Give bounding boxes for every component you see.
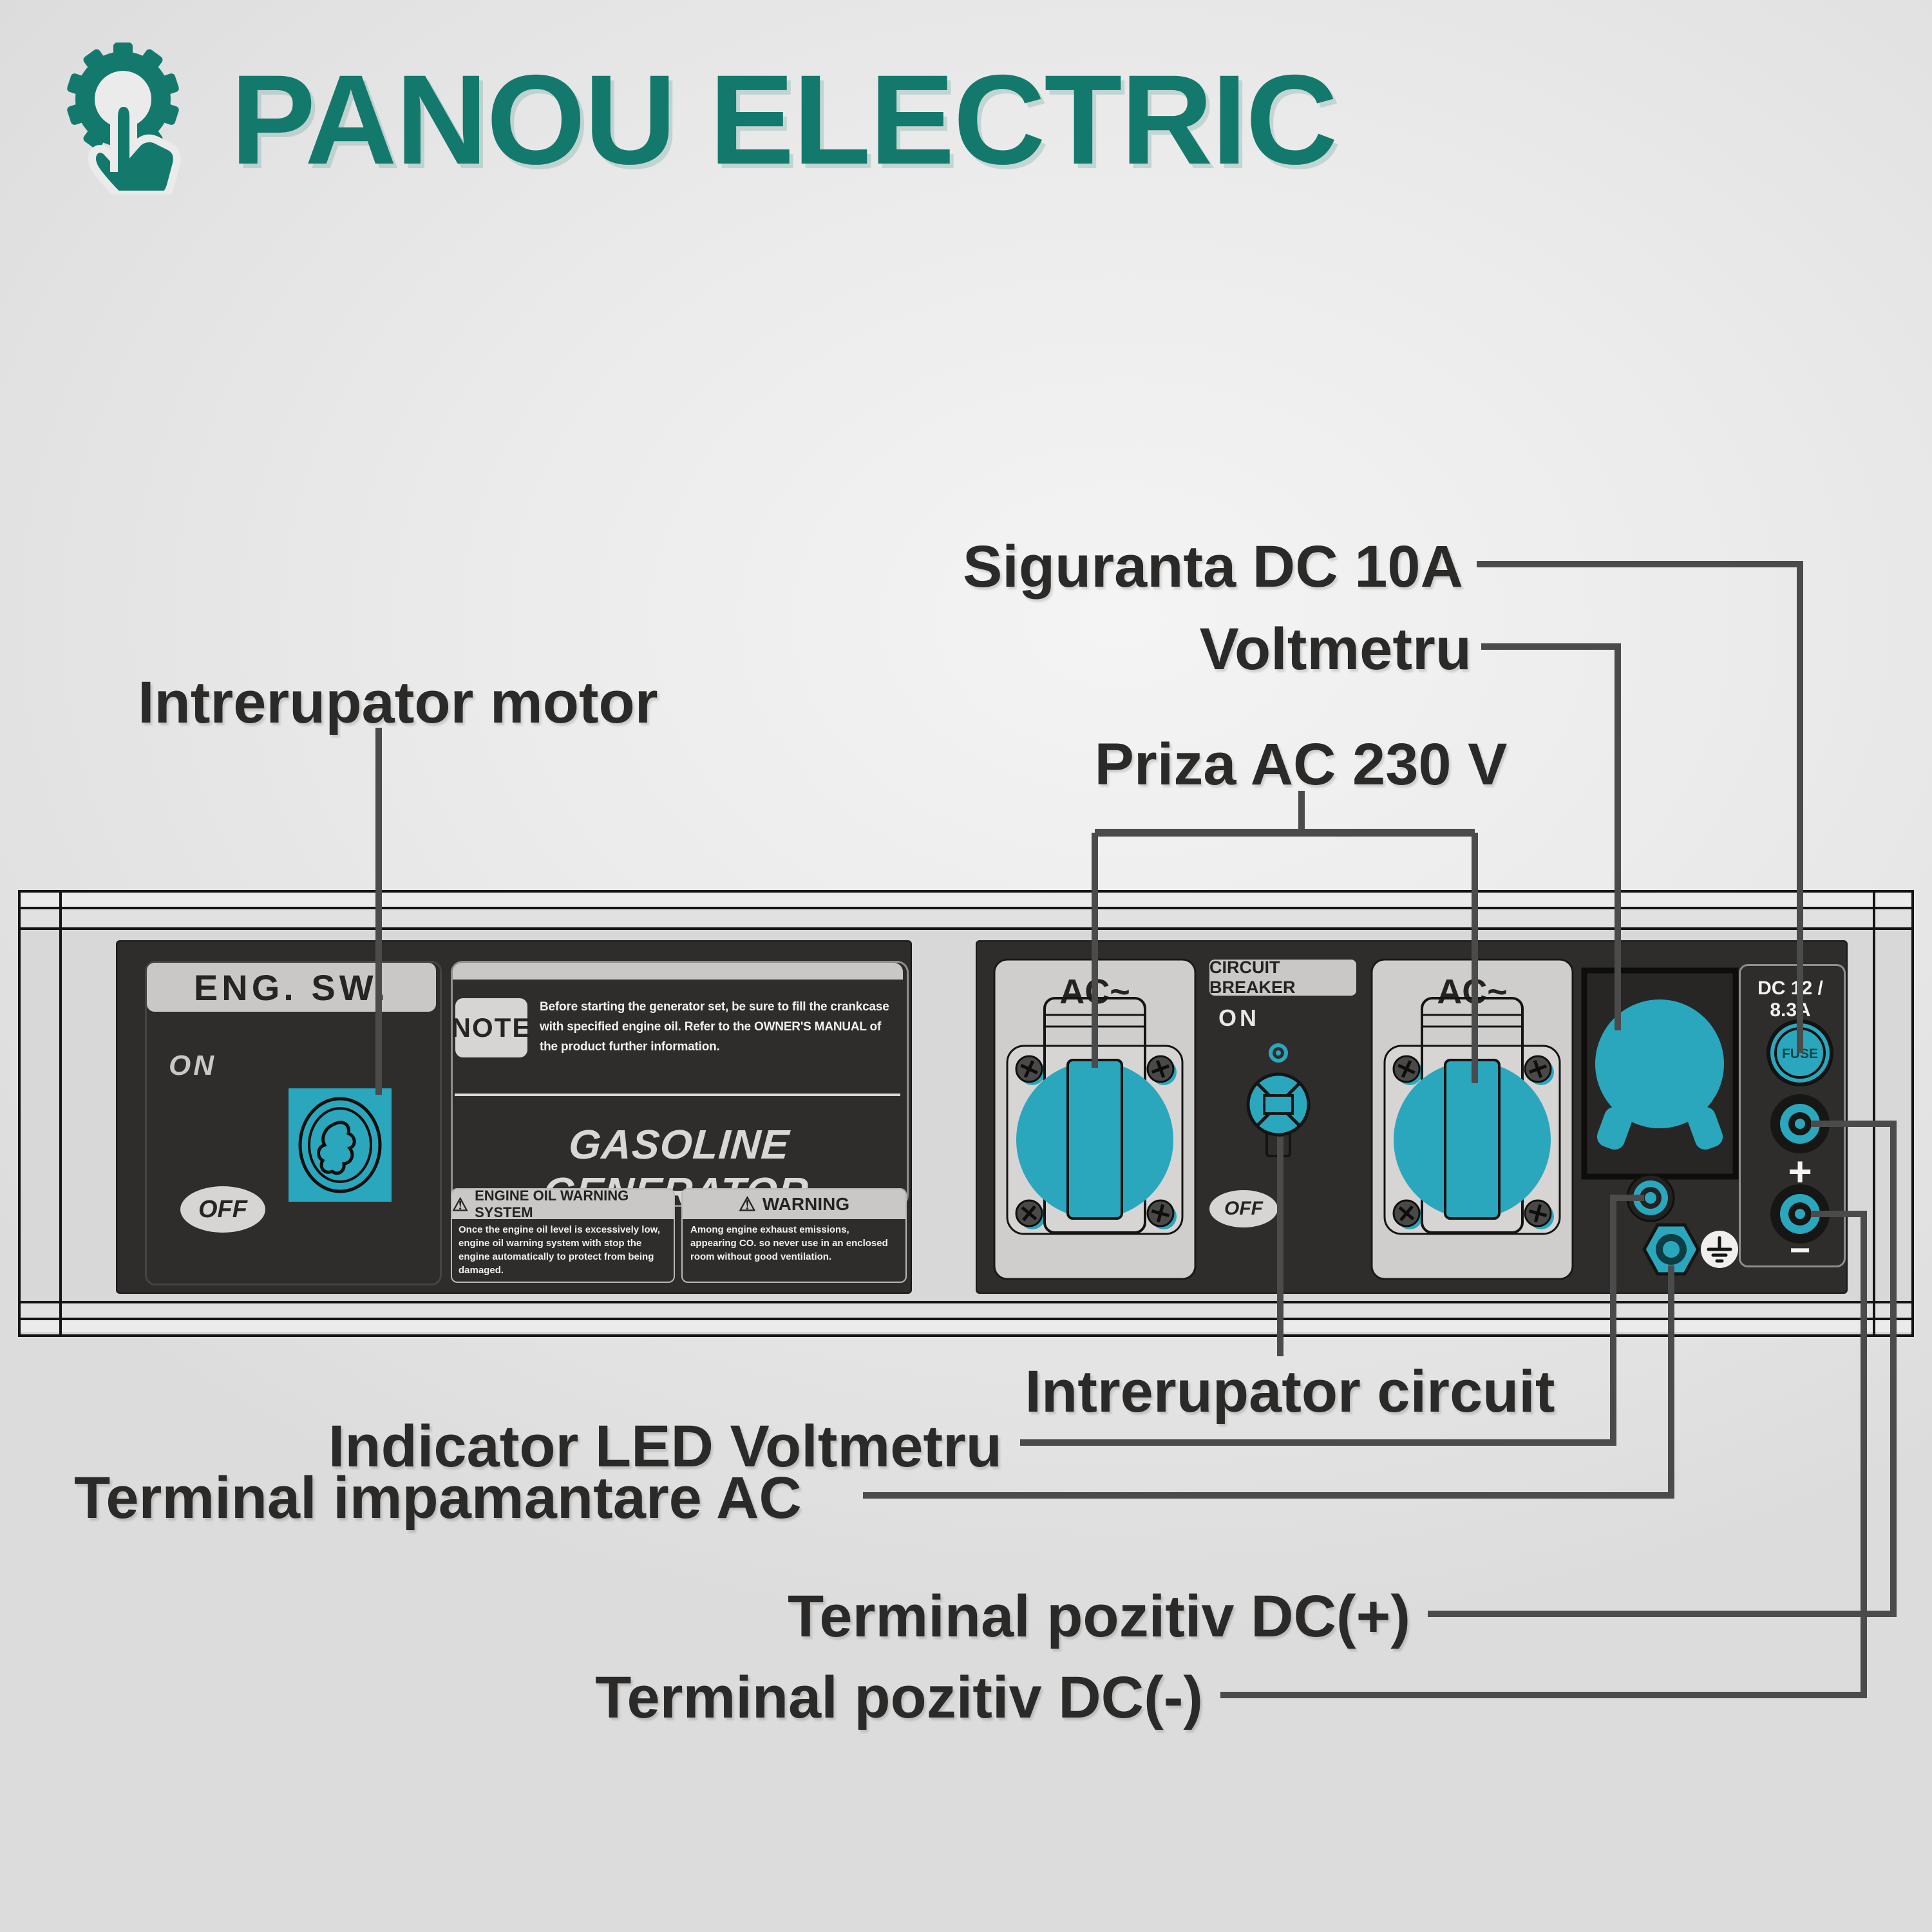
breaker-off-label: OFF [1209, 1190, 1278, 1227]
note-sticker [451, 961, 909, 1207]
dc-positive-terminal[interactable] [1769, 1093, 1831, 1155]
note-text: Before starting the generator set, be su… [540, 1000, 889, 1054]
label-voltmetru: Voltmetru [1199, 616, 1472, 682]
note-divider [455, 1094, 900, 1096]
frame-band-top-inner [21, 909, 1911, 927]
label-terminal-dc-minus: Terminal pozitiv DC(-) [595, 1665, 1203, 1730]
frame-band-top-outer [21, 893, 1911, 907]
warning-text: Among engine exhaust emissions, appearin… [690, 1224, 888, 1262]
warning-sticker: ⚠ WARNING Among engine exhaust emissions… [681, 1188, 907, 1283]
label-siguranta-dc: Siguranta DC 10A [962, 534, 1463, 600]
label-intrerupator-motor: Intrerupator motor [138, 670, 658, 735]
warning-triangle-icon: ⚠ [738, 1193, 756, 1215]
frame-band-bottom-inner [21, 1303, 1911, 1318]
circuit-breaker-knob[interactable] [1240, 1066, 1317, 1162]
eng-sw-title: ENG. SW. [147, 963, 436, 1012]
frame-line-1 [18, 907, 1914, 909]
circuit-breaker-title: CIRCUIT BREAKER [1209, 958, 1356, 997]
label-terminal-impamantare: Terminal impamantare AC [74, 1465, 802, 1531]
ac-socket-1-label: AC~ [1059, 972, 1130, 1011]
note-sticker-topbar [453, 963, 903, 980]
led-indicator [1626, 1173, 1675, 1222]
label-priza-ac: Priza AC 230 V [1094, 732, 1508, 797]
dc-rating-label: DC 12 / 8.3A [1757, 978, 1823, 1021]
oil-warning-title: ENGINE OIL WARNING SYSTEM [475, 1188, 629, 1220]
eng-sw-box [145, 961, 442, 1285]
page-title: PANOU ELECTRIC [231, 48, 1338, 191]
breaker-indicator-light [1269, 1043, 1288, 1063]
frame-line-2 [18, 927, 1914, 930]
oil-warning-text: Once the engine oil level is excessively… [459, 1224, 660, 1276]
ground-terminal[interactable] [1642, 1220, 1701, 1279]
breaker-on-label: ON [1218, 1005, 1260, 1031]
ac-socket-2-label: AC~ [1437, 972, 1508, 1011]
ground-symbol-icon [1701, 1231, 1738, 1268]
dc-fuse-button[interactable]: FUSE [1766, 1019, 1833, 1086]
label-intrerupator-circuit: Intrerupator circuit [1025, 1359, 1555, 1425]
warning-title: WARNING [762, 1194, 850, 1214]
eng-sw-on-label: ON [169, 1050, 216, 1081]
label-terminal-dc-plus: Terminal pozitiv DC(+) [788, 1584, 1410, 1649]
frame-vline-right [1873, 890, 1875, 1337]
ac-socket-2[interactable]: AC~ [1370, 958, 1574, 1280]
ac-socket-1[interactable]: AC~ [993, 958, 1197, 1280]
frame-vline-left [59, 890, 62, 1337]
note-badge: NOTE [451, 998, 530, 1057]
frame-band-bottom-outer [21, 1320, 1911, 1332]
frame-line-4 [18, 1318, 1914, 1320]
fuse-label: FUSE [1782, 1046, 1818, 1061]
engine-key-switch[interactable] [289, 1088, 392, 1202]
voltmeter-gauge [1581, 967, 1739, 1180]
gear-hand-logo-icon [67, 43, 181, 194]
frame-line-3 [18, 1301, 1914, 1303]
dc-minus-sign: − [1789, 1229, 1811, 1270]
warning-triangle-icon: ⚠ [452, 1194, 469, 1215]
oil-warning-sticker: ⚠ ENGINE OIL WARNING SYSTEM Once the eng… [451, 1188, 675, 1283]
eng-sw-off-label: OFF [180, 1186, 265, 1233]
